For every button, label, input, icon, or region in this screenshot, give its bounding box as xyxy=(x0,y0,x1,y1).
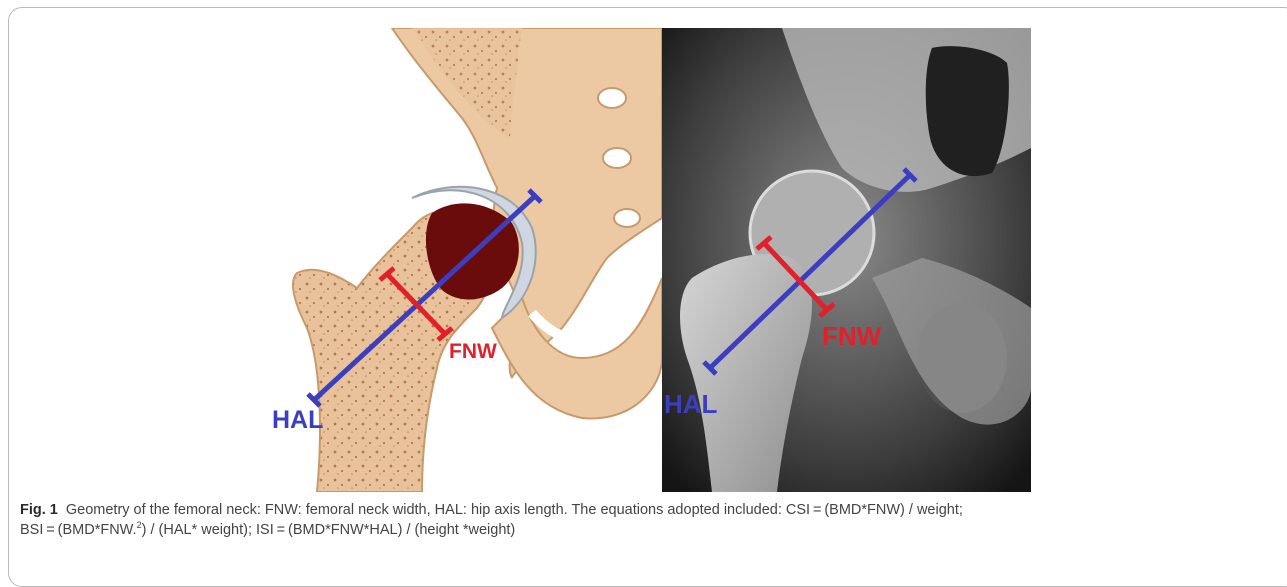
figure-label: Fig. 1 xyxy=(20,502,58,518)
caption-text-line-2a: BSI = (BMD*FNW. xyxy=(20,522,137,538)
caption-text-line-2b: ) / (HAL* weight); ISI = (BMD*FNW*HAL) /… xyxy=(142,522,516,538)
fnw-label-xray: FNW xyxy=(822,321,882,351)
anatomy-illustration: FNW HAL xyxy=(262,28,662,492)
xray-panel: FNW HAL xyxy=(662,28,1031,492)
xray-image: FNW HAL xyxy=(662,28,1031,492)
caption-text-line-1: Geometry of the femoral neck: FNW: femor… xyxy=(66,502,963,518)
figure-caption: Fig. 1 Geometry of the femoral neck: FNW:… xyxy=(20,500,1270,540)
anatomy-illustration-panel: FNW HAL xyxy=(262,28,662,492)
fnw-label-left: FNW xyxy=(449,340,497,363)
figure-1: FNW HAL xyxy=(262,28,1031,492)
hal-label-xray: HAL xyxy=(664,389,718,419)
hal-label-left: HAL xyxy=(272,406,323,434)
